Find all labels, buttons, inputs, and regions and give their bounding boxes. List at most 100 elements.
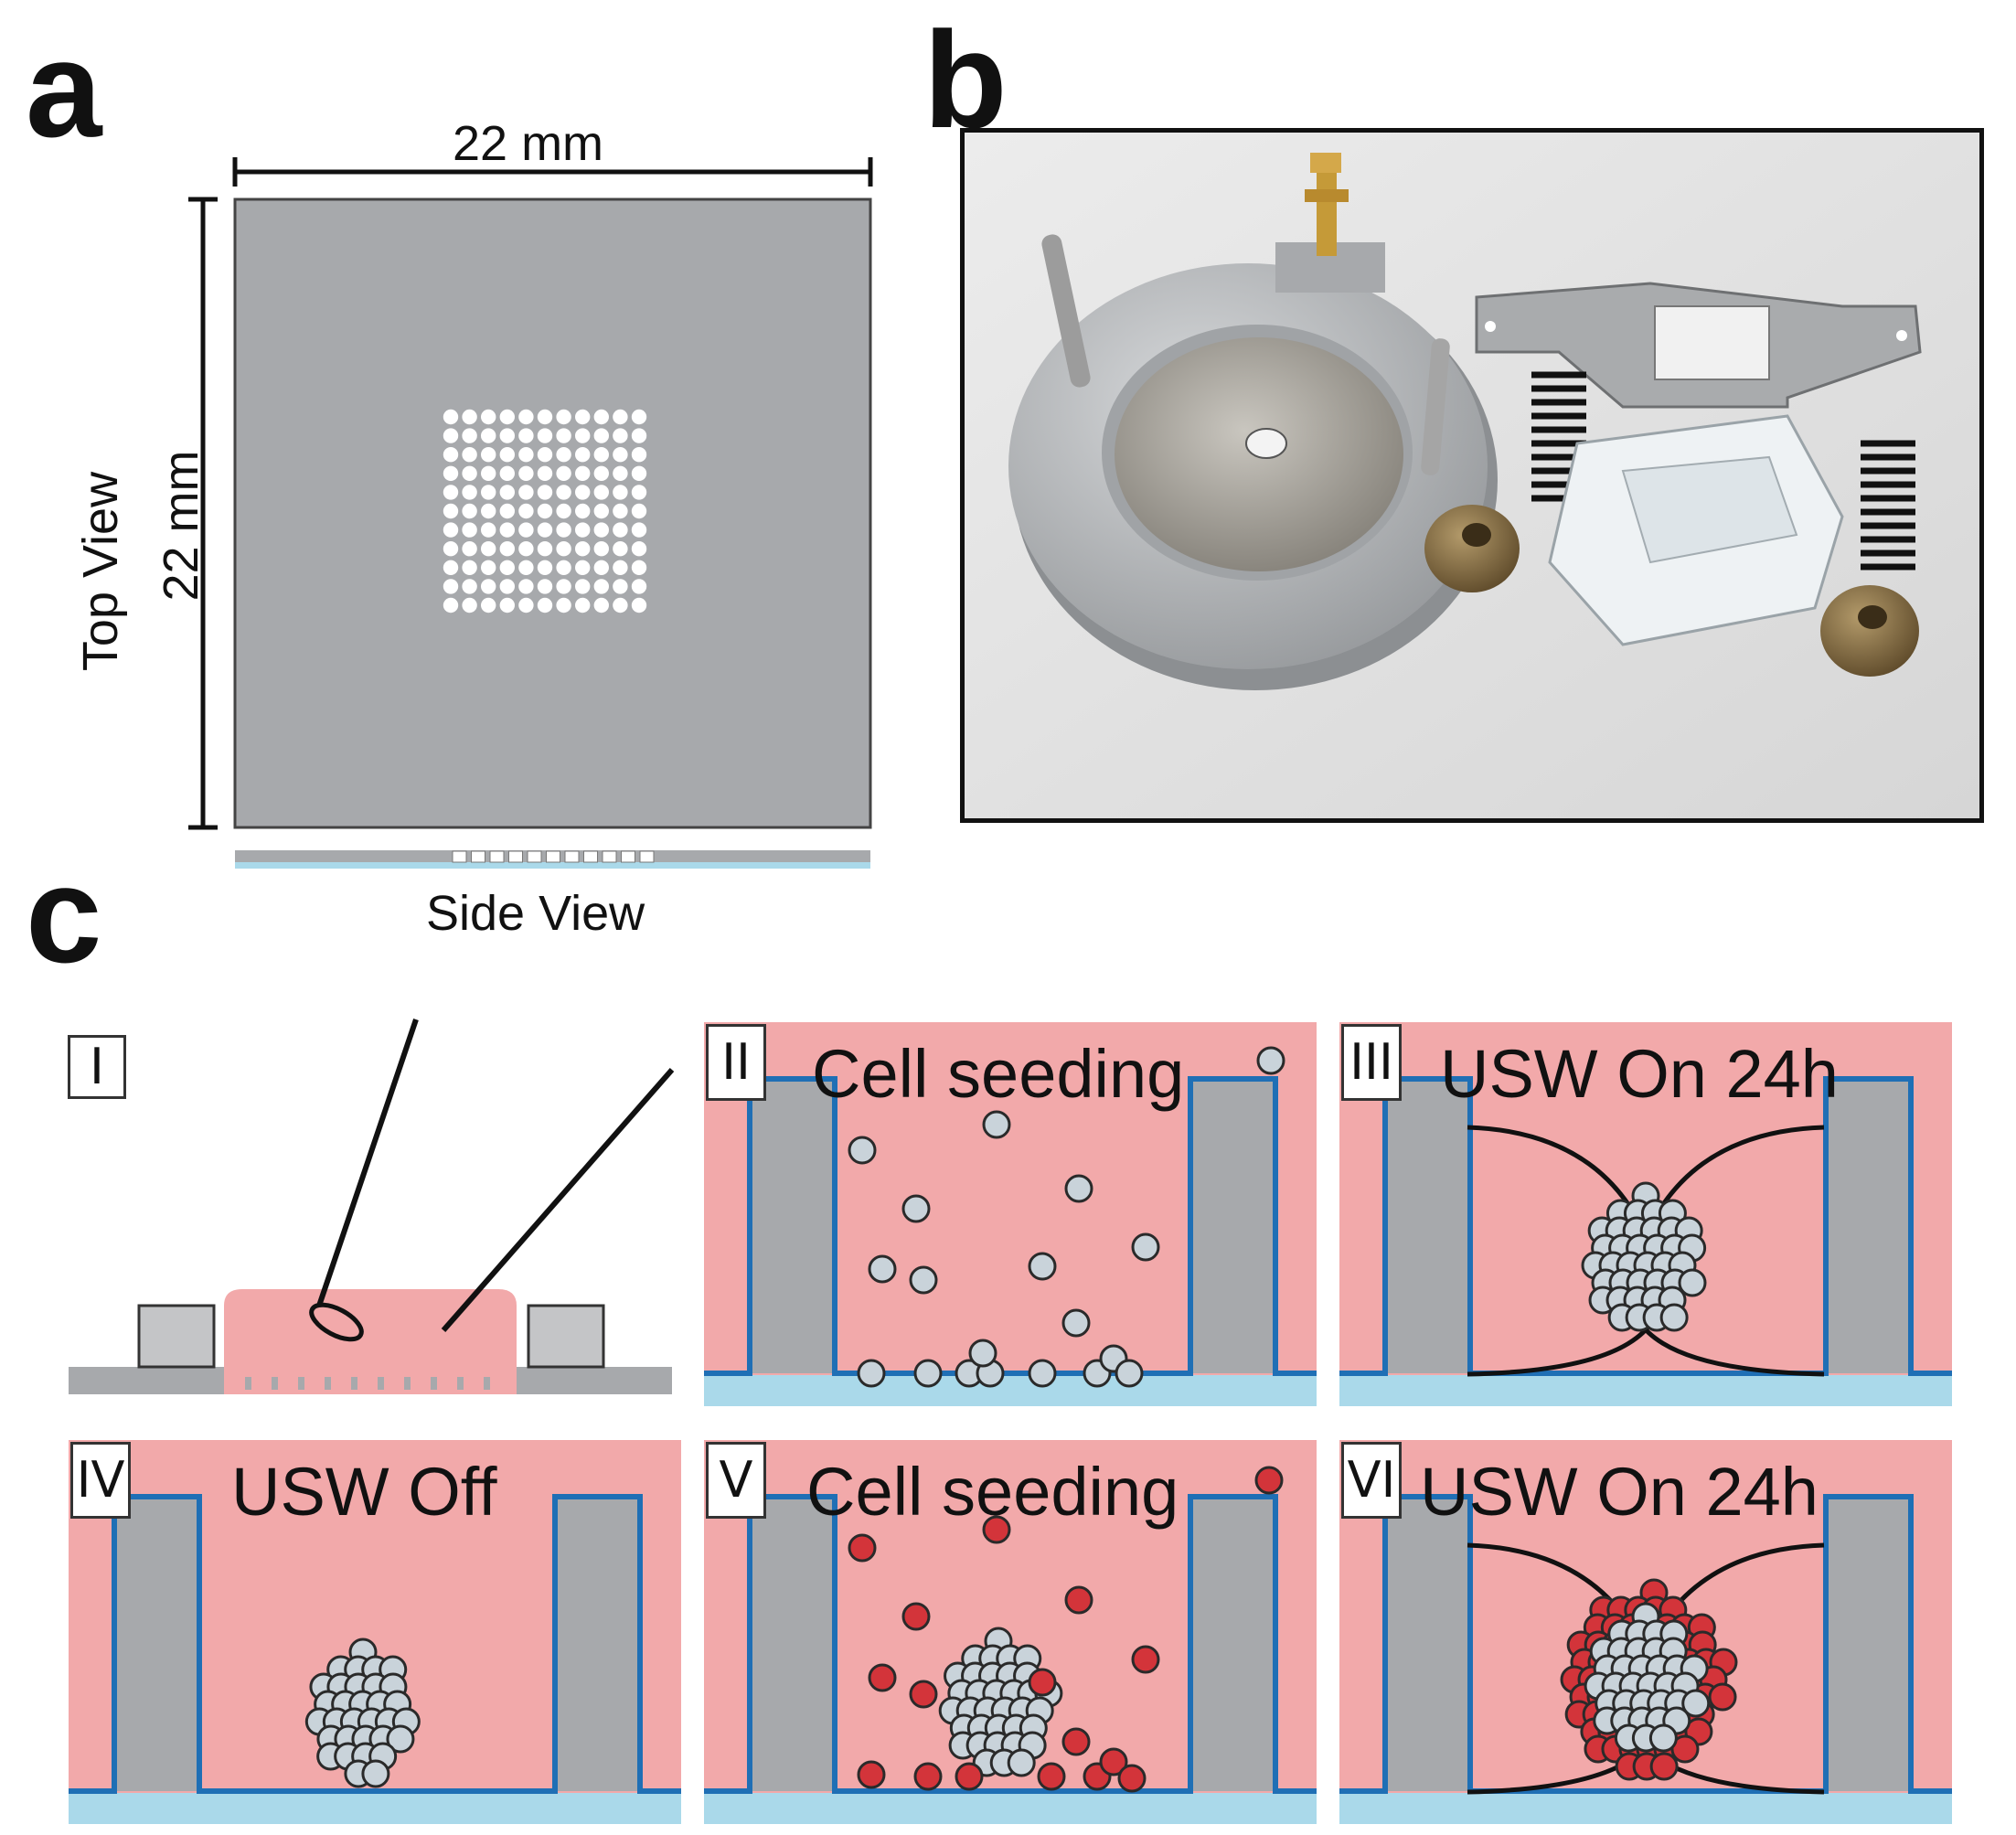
well xyxy=(575,409,591,425)
well xyxy=(537,579,553,594)
red-cell xyxy=(1254,1466,1284,1495)
well xyxy=(518,522,534,538)
red-cell xyxy=(1028,1668,1057,1697)
red-cell xyxy=(1099,1747,1128,1776)
side-well xyxy=(583,850,598,863)
well xyxy=(499,597,515,613)
well xyxy=(631,465,647,481)
well xyxy=(593,579,609,594)
well xyxy=(481,522,496,538)
substrate-base xyxy=(69,1793,681,1824)
well-slot xyxy=(457,1377,464,1390)
well xyxy=(631,428,647,443)
red-cell xyxy=(1708,1682,1737,1712)
red-cell xyxy=(1064,1585,1093,1615)
chip-holder xyxy=(1548,414,1844,646)
springs xyxy=(1531,371,1915,571)
well xyxy=(593,485,609,500)
well xyxy=(613,465,628,481)
side-well xyxy=(602,850,617,863)
step-5-numeral: V xyxy=(706,1442,766,1519)
well xyxy=(575,465,591,481)
panel-a-diagram xyxy=(188,157,873,869)
side-well xyxy=(452,850,467,863)
red-cell xyxy=(1061,1727,1091,1756)
well xyxy=(575,428,591,443)
well xyxy=(481,597,496,613)
well xyxy=(593,447,609,463)
well xyxy=(499,560,515,575)
well-wall-outline xyxy=(1339,1076,1952,1376)
well xyxy=(499,485,515,500)
well xyxy=(518,579,534,594)
well xyxy=(481,465,496,481)
well xyxy=(481,503,496,519)
well xyxy=(462,428,477,443)
well xyxy=(481,447,496,463)
side-view-label: Side View xyxy=(426,886,645,941)
substrate-base xyxy=(1339,1793,1952,1824)
height-label: 22 mm xyxy=(154,450,208,602)
well xyxy=(593,522,609,538)
well xyxy=(481,579,496,594)
well xyxy=(481,485,496,500)
top-view-label: Top View xyxy=(73,471,128,672)
well xyxy=(462,409,477,425)
well xyxy=(537,485,553,500)
well-slot xyxy=(245,1377,251,1390)
well xyxy=(443,597,459,613)
well xyxy=(499,447,515,463)
grey-cell xyxy=(1028,1359,1057,1388)
step-6-numeral: VI xyxy=(1341,1442,1402,1519)
red-cell xyxy=(857,1760,886,1789)
well-wall-outline xyxy=(704,1494,1317,1794)
step-5-title: Cell seeding xyxy=(806,1454,1179,1530)
well xyxy=(537,522,553,538)
left-pillar xyxy=(1385,1079,1470,1373)
well xyxy=(443,428,459,443)
well xyxy=(462,597,477,613)
grey-cell xyxy=(1678,1268,1707,1297)
well-wall-outline xyxy=(1339,1494,1952,1794)
well xyxy=(537,447,553,463)
grey-cell xyxy=(386,1724,415,1754)
red-cell xyxy=(909,1680,938,1709)
grey-cell xyxy=(1064,1174,1093,1203)
right-pillar xyxy=(555,1497,640,1791)
grey-cell xyxy=(868,1254,897,1284)
well xyxy=(631,522,647,538)
well-slot xyxy=(272,1377,278,1390)
well-slot xyxy=(378,1377,384,1390)
grey-cell xyxy=(848,1136,877,1165)
well xyxy=(631,597,647,613)
well xyxy=(593,465,609,481)
well xyxy=(537,560,553,575)
right-pillar xyxy=(1826,1079,1911,1373)
well xyxy=(613,503,628,519)
well xyxy=(556,428,571,443)
well xyxy=(537,503,553,519)
well-wall-outline xyxy=(704,1076,1317,1376)
step-6: VI USW On 24h xyxy=(1339,1440,1952,1824)
panel-a-letter: a xyxy=(26,12,102,165)
right-pillar xyxy=(1190,1497,1275,1791)
well xyxy=(575,485,591,500)
clamp-plate xyxy=(1475,282,1922,409)
well xyxy=(631,560,647,575)
well xyxy=(462,541,477,557)
well xyxy=(613,447,628,463)
well xyxy=(631,541,647,557)
grey-cell xyxy=(1648,1723,1678,1753)
well xyxy=(499,409,515,425)
left-pillar xyxy=(1385,1497,1470,1791)
red-cell xyxy=(1649,1752,1679,1781)
grey-cell xyxy=(1256,1046,1285,1075)
well xyxy=(443,485,459,500)
step-4: IV USW Off xyxy=(69,1440,681,1824)
well xyxy=(481,428,496,443)
right-pillar xyxy=(1190,1079,1275,1373)
red-cell xyxy=(901,1602,931,1631)
well xyxy=(443,503,459,519)
red-cell xyxy=(913,1762,943,1791)
panel-b-letter: b xyxy=(923,3,1008,156)
